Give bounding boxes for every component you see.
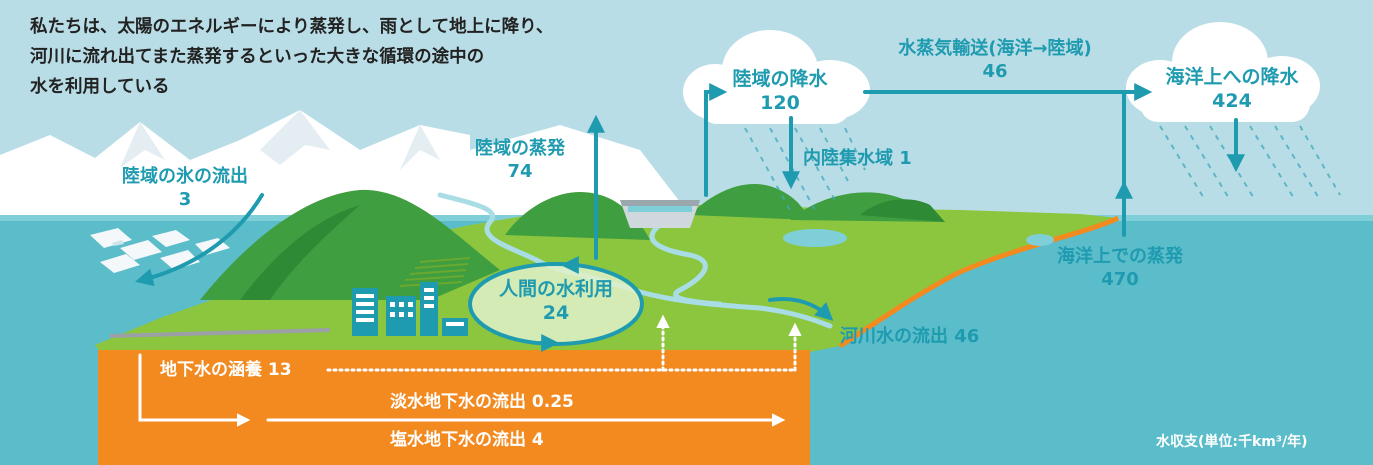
land-precipitation-title: 陸域の降水 [732, 68, 828, 90]
intro-line-3: 水を利用している [30, 77, 170, 97]
cloud-ocean [1126, 22, 1320, 122]
land-precipitation-value: 120 [760, 91, 800, 114]
ocean-precipitation-title: 海洋上への降水 [1165, 66, 1299, 88]
ice-outflow-value: 3 [178, 188, 192, 210]
ocean-precipitation-label: 海洋上への降水 424 [1152, 66, 1312, 114]
vapor-transport-value: 46 [982, 60, 1008, 82]
vapor-transport-title: 水蒸気輸送(海洋→陸域) [898, 38, 1092, 59]
ice-outflow-title: 陸域の氷の流出 [122, 166, 248, 187]
human-use-value: 24 [542, 301, 570, 324]
land-evaporation-value: 74 [507, 160, 533, 182]
vapor-transport-label: 水蒸気輸送(海洋→陸域) 46 [880, 38, 1110, 83]
ocean-evaporation-label: 海洋上での蒸発 470 [1040, 246, 1200, 291]
snowy-mountains [0, 110, 690, 215]
land-precipitation-label: 陸域の降水 120 [715, 68, 845, 116]
ocean-evaporation-title: 海洋上での蒸発 [1057, 246, 1183, 267]
rain-ocean [1159, 125, 1341, 201]
fresh-groundwater-label: 淡水地下水の流出 0.25 [390, 392, 574, 412]
river-outflow-label: 河川水の流出 46 [840, 326, 980, 347]
intro-line-2: 河川に流れ出てまた蒸発するといった大きな循環の途中の [30, 47, 485, 67]
lake [783, 229, 847, 247]
land-precipitation-up-arrow [704, 83, 728, 197]
dam [620, 200, 700, 228]
saline-groundwater-label: 塩水地下水の流出 4 [390, 430, 544, 450]
land-evaporation-label: 陸域の蒸発 74 [455, 138, 585, 183]
ice-outflow-label: 陸域の氷の流出 3 [100, 166, 270, 211]
ice-outflow-arrow [135, 193, 264, 287]
groundwater-recharge-label: 地下水の涵養 13 [160, 360, 292, 380]
intro-line-1: 私たちは、太陽のエネルギーにより蒸発し、雨として地上に降り、 [30, 17, 554, 37]
ocean-evaporation-value: 470 [1101, 268, 1139, 290]
units-caption: 水収支(単位:千km³/年) [1156, 434, 1308, 450]
groundwater-recharge-arrow [138, 353, 251, 427]
river-outflow-arrow [768, 297, 834, 321]
human-use-title: 人間の水利用 [498, 278, 613, 300]
farm-field [399, 257, 471, 287]
city-buildings [352, 282, 468, 336]
intro-text: 私たちは、太陽のエネルギーにより蒸発し、雨として地上に降り、 河川に流れ出てまた… [30, 12, 553, 102]
human-use-label: 人間の水利用 24 [486, 278, 626, 326]
land-evaporation-title: 陸域の蒸発 [475, 138, 565, 159]
ocean-precipitation-value: 424 [1212, 89, 1252, 112]
inland-basin-label: 内陸集水域 1 [803, 148, 912, 169]
